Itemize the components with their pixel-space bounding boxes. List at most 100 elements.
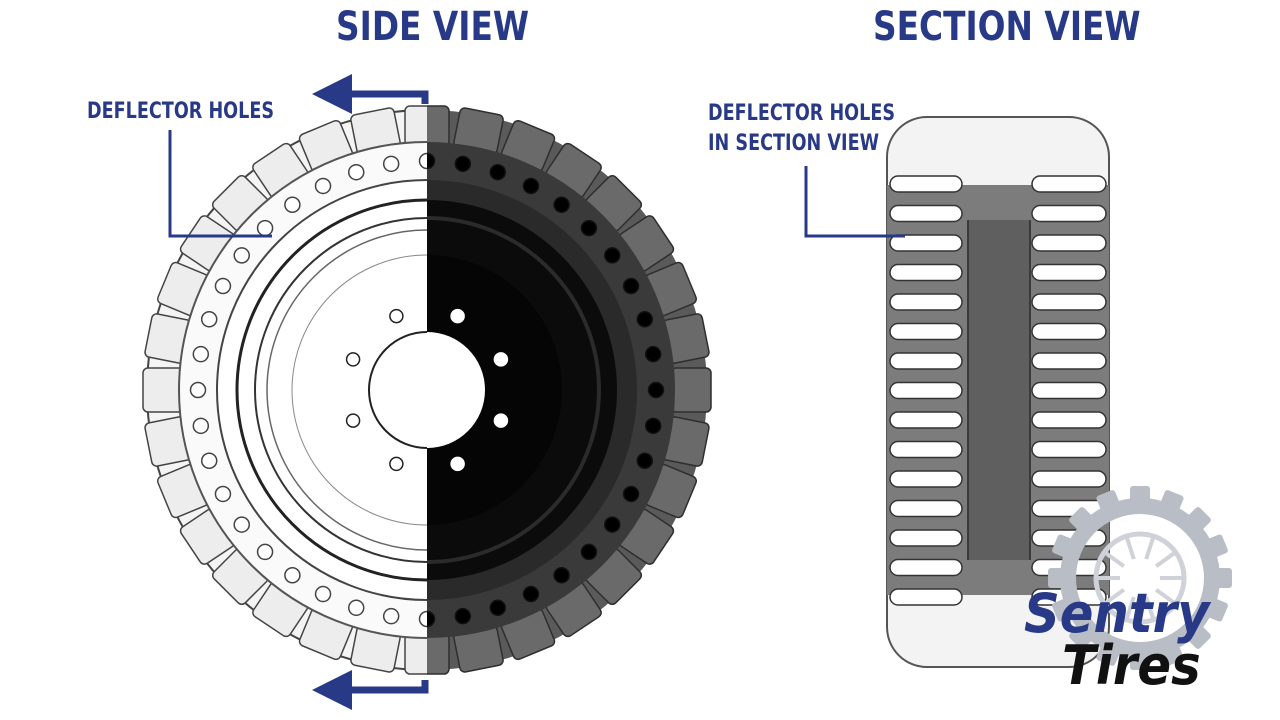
logo-word-sentry: Sentry [1024, 582, 1210, 645]
deflector-hole [427, 610, 436, 628]
deflector-hole [418, 610, 427, 628]
callout-deflector-holes-section: DEFLECTOR HOLES IN SECTION VIEW [708, 99, 895, 159]
gear-tooth [1203, 597, 1228, 622]
deflector-hole [553, 196, 570, 213]
deflector-slot [889, 440, 963, 459]
lug-hole [450, 456, 465, 472]
deflector-hole [580, 543, 598, 561]
deflector-hole [636, 452, 654, 470]
tread-block [670, 367, 712, 413]
deflector-slot [889, 204, 963, 223]
deflector-slot [1031, 234, 1107, 252]
deflector-hole [489, 599, 507, 617]
gear-tooth [1185, 507, 1211, 533]
lug-holes-sketch [345, 308, 404, 472]
gear-spoke [1155, 588, 1177, 606]
tread-block [404, 105, 427, 147]
deflector-holes-dark [427, 152, 665, 628]
deflector-hole [622, 485, 640, 503]
gear-spoke [1144, 596, 1156, 621]
deflector-slot [889, 499, 963, 518]
gear-tooth [1159, 641, 1184, 666]
deflector-hole [382, 607, 400, 625]
deflector-slot [889, 470, 963, 488]
deflector-hole [644, 345, 662, 363]
deflector-hole [214, 485, 232, 503]
deflector-slot [889, 588, 963, 606]
deflector-hole [522, 585, 540, 603]
gear-spoke [1155, 550, 1177, 568]
lug-holes-dark [450, 308, 509, 472]
lug-hole [389, 456, 404, 472]
deflector-hole [644, 417, 662, 435]
deflector-slot [889, 381, 963, 400]
deflector-hole [192, 417, 210, 435]
sentry-tires-logo: Sentry Tires [1020, 582, 1270, 708]
deflector-hole [284, 567, 301, 584]
callout-deflector-holes: DEFLECTOR HOLES [87, 97, 274, 127]
tire-side-view-sketch-half [142, 105, 427, 675]
deflector-hole [200, 452, 218, 470]
gear-tooth [1159, 490, 1184, 515]
deflector-slot [1031, 204, 1107, 223]
callout-label-line2: IN SECTION VIEW [708, 131, 879, 156]
lug-hole [493, 352, 509, 367]
tread-block [427, 633, 450, 675]
gear-tooth [1052, 534, 1077, 559]
tread-block [404, 633, 427, 675]
gear-spoke [1124, 535, 1136, 560]
deflector-slot [1031, 175, 1107, 193]
arrow-left-icon [312, 670, 429, 710]
gear-tooth [1069, 507, 1095, 533]
deflector-hole [233, 247, 250, 264]
deflector-hole [647, 381, 665, 399]
deflector-hole [604, 516, 621, 533]
deflector-slot [889, 352, 963, 370]
deflector-slot [889, 529, 963, 547]
tread-block [142, 367, 184, 413]
deflector-hole [233, 516, 250, 533]
deflector-slot [889, 322, 963, 341]
tire-side-view-dark-half [427, 105, 712, 675]
deflector-slot [1031, 322, 1107, 341]
gear-tooth [1185, 623, 1211, 649]
deflector-slot [889, 411, 963, 429]
deflector-slot [889, 558, 963, 577]
callout-label: DEFLECTOR HOLES [87, 99, 275, 124]
gear-spoke [1103, 550, 1125, 568]
deflector-hole [427, 152, 436, 170]
lug-hole [493, 413, 509, 428]
deflector-hole [454, 607, 472, 625]
deflector-slot [889, 175, 963, 193]
gear-tire-icon [1048, 486, 1232, 670]
deflector-hole [454, 155, 472, 173]
deflector-slot [1031, 440, 1107, 459]
deflector-hole [347, 599, 365, 617]
gear-tooth [1069, 623, 1095, 649]
gear-tooth [1048, 568, 1068, 588]
gear-tooth [1203, 534, 1228, 559]
gear-spoke [1124, 596, 1136, 621]
deflector-hole [256, 543, 274, 561]
gear-tooth [1096, 641, 1121, 666]
lug-hole [389, 308, 404, 324]
deflector-hole [284, 196, 301, 213]
deflector-hole [382, 155, 400, 173]
tire-section-view [886, 116, 1110, 668]
callout-label-line1: DEFLECTOR HOLES [708, 101, 896, 126]
arrow-left-icon [312, 74, 429, 114]
deflector-hole [418, 152, 427, 170]
lug-hole [345, 413, 361, 428]
deflector-hole [580, 219, 598, 237]
deflector-slot [1031, 411, 1107, 429]
section-view-title: SECTION VIEW [873, 4, 1141, 50]
gear-spoke [1144, 535, 1156, 560]
deflector-slot [1031, 352, 1107, 370]
deflector-slot [1031, 293, 1107, 311]
deflector-hole [347, 163, 365, 181]
deflector-hole [189, 381, 207, 399]
gear-tooth [1130, 650, 1150, 670]
lug-hole [450, 308, 465, 324]
deflector-hole [604, 247, 621, 264]
